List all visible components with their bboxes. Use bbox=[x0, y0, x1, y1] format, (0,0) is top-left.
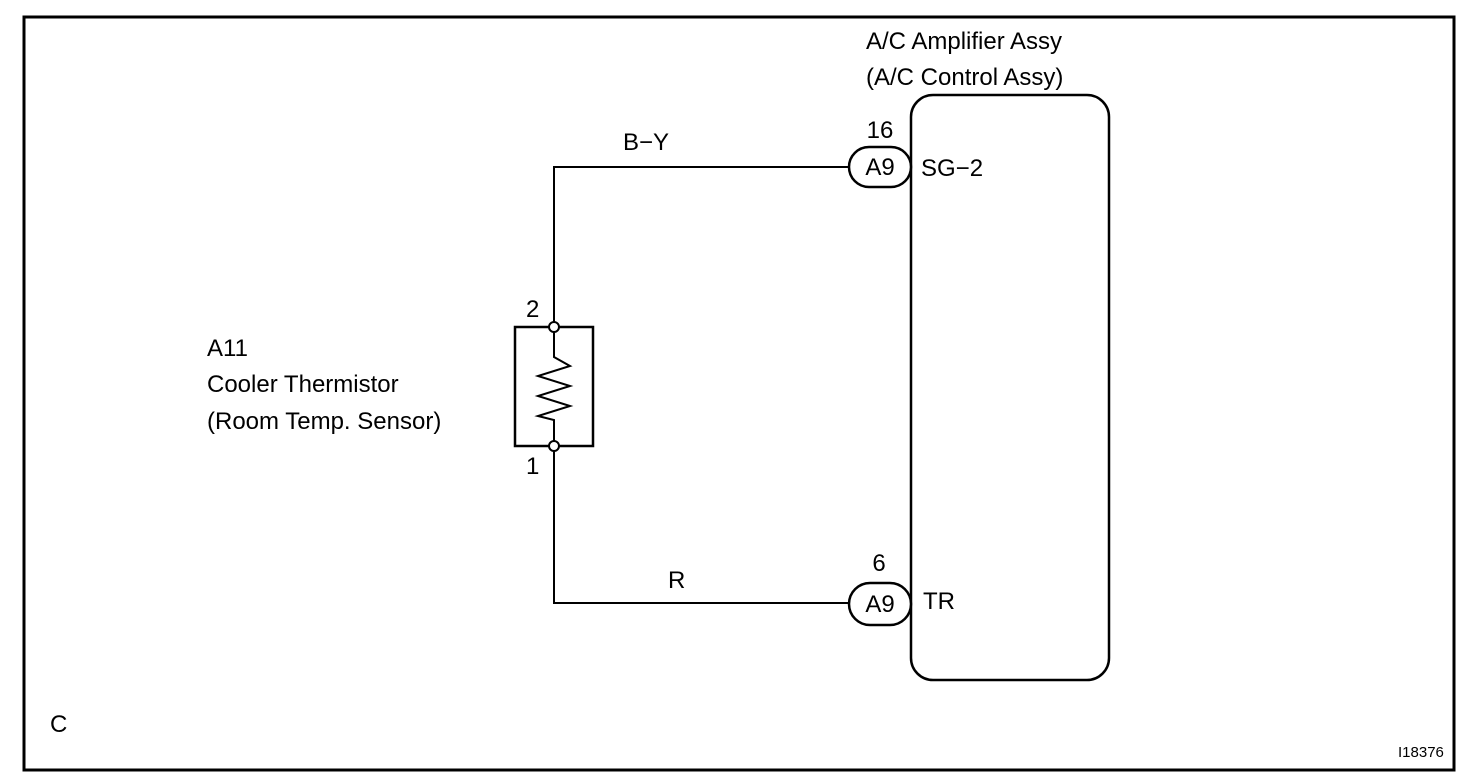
connector-bottom-code: A9 bbox=[865, 591, 894, 618]
sensor-name-line1: Cooler Thermistor bbox=[207, 371, 399, 398]
terminal-tr-label: TR bbox=[923, 588, 955, 615]
connector-bottom-pin: 6 bbox=[872, 550, 885, 577]
sensor-pin-1-label: 1 bbox=[526, 453, 539, 480]
sensor-pin-1-terminal bbox=[548, 440, 560, 452]
amplifier-box bbox=[909, 93, 1111, 682]
wire-b-y bbox=[553, 166, 849, 327]
diagram-frame bbox=[22, 15, 1456, 772]
corner-label: C bbox=[50, 711, 67, 738]
amplifier-title-line2: (A/C Control Assy) bbox=[866, 64, 1063, 91]
connector-top-code: A9 bbox=[865, 154, 894, 181]
amplifier-title-line1: A/C Amplifier Assy bbox=[866, 28, 1062, 55]
terminal-sg2-label: SG−2 bbox=[921, 155, 983, 182]
wire-b-y-label: B−Y bbox=[623, 129, 669, 156]
connector-bottom-oval bbox=[847, 581, 913, 627]
connector-top-pin: 16 bbox=[867, 117, 894, 144]
wire-r bbox=[553, 446, 849, 604]
wire-r-label: R bbox=[668, 567, 685, 594]
connector-top-oval bbox=[847, 145, 913, 189]
sensor-code: A11 bbox=[207, 335, 248, 362]
resistor-symbol bbox=[534, 327, 574, 446]
sensor-pin-2-label: 2 bbox=[526, 296, 539, 323]
sensor-name-line2: (Room Temp. Sensor) bbox=[207, 408, 441, 435]
figure-id: I18376 bbox=[1398, 744, 1444, 761]
sensor-pin-2-terminal bbox=[548, 321, 560, 333]
